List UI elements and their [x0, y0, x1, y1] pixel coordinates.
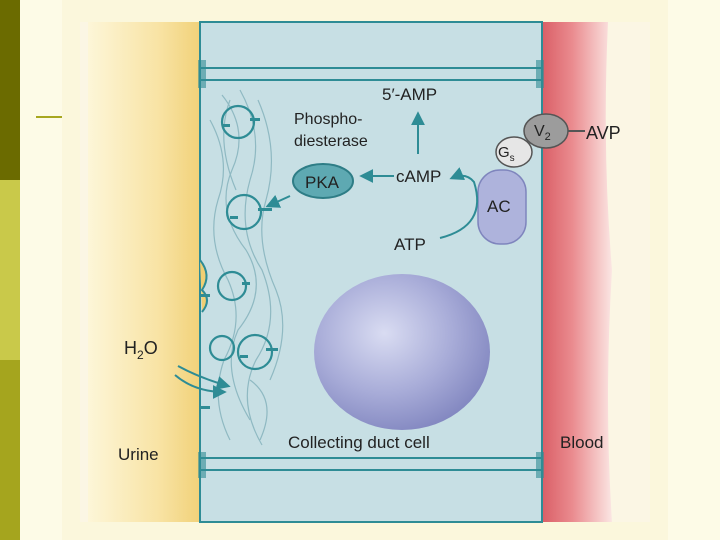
label-atp: ATP: [394, 235, 426, 254]
label-phosphodiesterase-2: diesterase: [294, 133, 368, 150]
adenylyl-cyclase: [477, 169, 527, 245]
bottom-junction: [200, 457, 542, 471]
label-camp: cAMP: [396, 167, 441, 186]
pka-enzyme: [292, 163, 354, 199]
label-pka: PKA: [305, 173, 340, 192]
sidebar-block-middle: [0, 180, 20, 360]
label-v2-sub: 2: [545, 131, 551, 143]
label-avp: AVP: [586, 123, 621, 143]
slide-sidebar: [0, 0, 20, 540]
water-flow-arrows: [174, 365, 231, 399]
urine-lumen: [88, 22, 206, 522]
apical-membrane-fold: [199, 259, 208, 313]
nucleus: [314, 274, 490, 430]
top-junction: [200, 67, 542, 81]
sidebar-block-top: [0, 0, 20, 180]
sidebar-block-bottom: [0, 360, 20, 540]
cytoskeleton-filaments: [209, 89, 284, 446]
label-h2o-sub: 2: [137, 348, 144, 362]
gs-protein: [495, 136, 533, 168]
junction-left-top: [198, 60, 206, 88]
aquaporin-vesicles: [208, 104, 274, 371]
label-5amp: 5′-AMP: [382, 85, 437, 104]
junction-right-bottom: [536, 452, 544, 478]
label-collecting-duct-cell: Collecting duct cell: [288, 433, 430, 452]
label-gs-main: G: [498, 144, 510, 161]
label-h2o: H2O: [124, 338, 158, 362]
signaling-arrows: [265, 111, 479, 239]
label-h2o-o: O: [144, 338, 158, 358]
label-phosphodiesterase-1: Phospho-: [294, 111, 363, 128]
label-gs: Gs: [498, 144, 515, 164]
label-v2: V2: [534, 123, 551, 143]
collecting-duct-cell: [199, 21, 543, 523]
label-gs-sub: s: [510, 153, 515, 164]
label-ac: AC: [487, 197, 511, 216]
label-v2-main: V: [534, 123, 545, 140]
blood-vessel: [540, 22, 612, 522]
label-h2o-h: H: [124, 338, 137, 358]
label-urine: Urine: [118, 445, 159, 464]
label-blood: Blood: [560, 433, 603, 452]
aquaporin-channels: [200, 118, 278, 409]
junction-left-bottom: [198, 452, 206, 478]
junction-right-top: [536, 60, 544, 88]
slide-accent-line: [36, 116, 66, 118]
